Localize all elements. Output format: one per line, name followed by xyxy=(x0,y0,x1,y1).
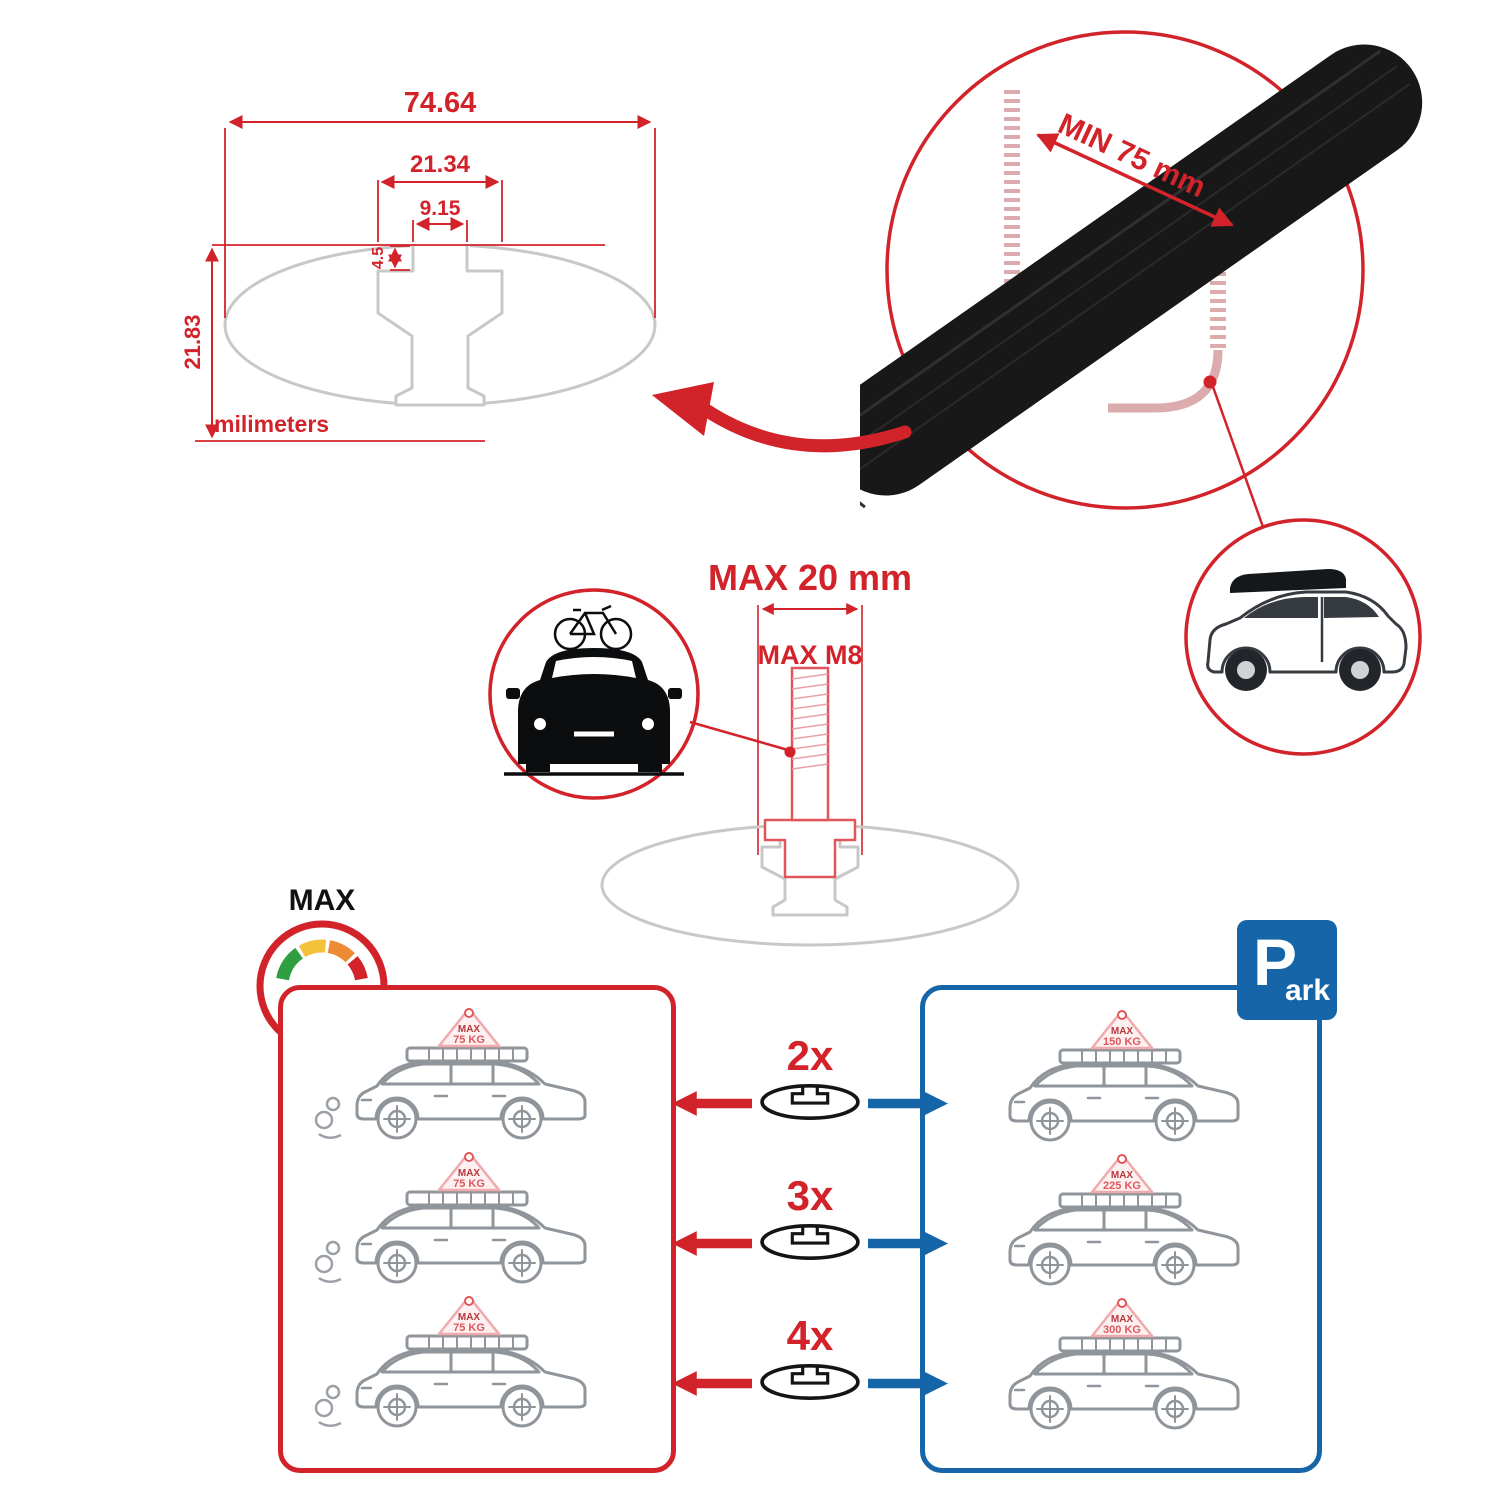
crossbar-icon xyxy=(860,44,1423,509)
crossbar-section-icon xyxy=(760,1224,860,1260)
tag-hook-icon xyxy=(464,1008,474,1018)
slot-depth-value: 4.5 xyxy=(370,247,387,269)
crossbar-section-icon xyxy=(760,1084,860,1120)
profile-dimension-diagram: 74.64 21.34 9.15 4.5 21.83 milimeters xyxy=(180,87,657,442)
multiplier-label: 2x xyxy=(786,1032,834,1079)
gauge-arcs xyxy=(276,939,368,981)
units-label: milimeters xyxy=(214,411,329,437)
max-bolt-length-label: MAX 20 mm xyxy=(707,557,913,598)
tag-max-label: MAX xyxy=(1111,1314,1134,1325)
tag-hook-icon xyxy=(1117,1154,1127,1164)
callout-dot xyxy=(1203,375,1217,389)
park-sign: P ark xyxy=(1237,920,1337,1020)
car-with-roof-load: MAX 75 KG xyxy=(314,1008,587,1140)
dimension-lines xyxy=(195,115,656,442)
tag-kg-value: 75 KG xyxy=(453,1034,485,1046)
tag-kg-value: 225 KG xyxy=(1103,1180,1141,1192)
multiplier-row-3x: 3x xyxy=(672,1172,948,1282)
left-arrow-icon xyxy=(672,1371,752,1396)
bolt-dimension-diagram xyxy=(600,603,1020,947)
right-arrow-icon xyxy=(868,1091,948,1116)
multiplier-row-2x: 2x xyxy=(672,1032,948,1142)
multiplier-label: 4x xyxy=(786,1312,834,1359)
bike-car-circle xyxy=(488,588,700,800)
tag-hook-icon xyxy=(464,1152,474,1162)
bicycle-icon xyxy=(553,604,633,651)
right-arrow-icon xyxy=(868,1231,948,1256)
left-arrow-icon xyxy=(672,1091,752,1116)
tag-max-label: MAX xyxy=(1111,1026,1134,1037)
car-front-icon xyxy=(504,648,684,776)
right-arrow-icon xyxy=(868,1371,948,1396)
left-arrow-icon xyxy=(672,1231,752,1256)
car-with-roof-load: MAX 225 KG xyxy=(1008,1154,1240,1286)
tag-kg-value: 75 KG xyxy=(453,1322,485,1334)
channel-width-value: 21.34 xyxy=(410,151,471,178)
tag-max-label: MAX xyxy=(458,1168,481,1179)
suv-with-roof-box-icon xyxy=(1206,569,1408,691)
speed-max-title: MAX xyxy=(288,884,356,917)
crossbar-section-icon xyxy=(760,1364,860,1400)
multiplier-row-4x: 4x xyxy=(672,1312,948,1422)
tag-hook-icon xyxy=(1117,1298,1127,1308)
car-with-roof-load: MAX 75 KG xyxy=(314,1152,587,1284)
bolt-icon xyxy=(763,666,857,879)
park-letter: P xyxy=(1253,925,1298,999)
park-suffix: ark xyxy=(1285,974,1331,1007)
total-width-value: 74.64 xyxy=(404,87,477,119)
total-height-value: 21.83 xyxy=(180,314,205,369)
roof-box-suv-circle xyxy=(1184,518,1422,756)
tag-max-label: MAX xyxy=(458,1312,481,1323)
car-with-roof-load: MAX 75 KG xyxy=(314,1296,587,1428)
tag-hook-icon xyxy=(1117,1010,1127,1020)
tag-kg-value: 300 KG xyxy=(1103,1324,1141,1336)
tag-kg-value: 75 KG xyxy=(453,1178,485,1190)
tag-max-label: MAX xyxy=(458,1024,481,1035)
crossbar-profile-outline xyxy=(223,236,657,407)
crossbar-detail-circle: MIN 75 mm xyxy=(860,30,1423,510)
tag-kg-value: 150 KG xyxy=(1103,1036,1141,1048)
car-with-roof-load: MAX 150 KG xyxy=(1008,1010,1240,1142)
tag-max-label: MAX xyxy=(1111,1170,1134,1181)
car-with-roof-load: MAX 300 KG xyxy=(1008,1298,1240,1430)
min-span-arrow xyxy=(1036,133,1234,227)
max-thread-label: MAX M8 xyxy=(757,640,863,670)
multiplier-label: 3x xyxy=(786,1172,834,1219)
tag-hook-icon xyxy=(464,1296,474,1306)
slot-width-value: 9.15 xyxy=(420,197,461,220)
